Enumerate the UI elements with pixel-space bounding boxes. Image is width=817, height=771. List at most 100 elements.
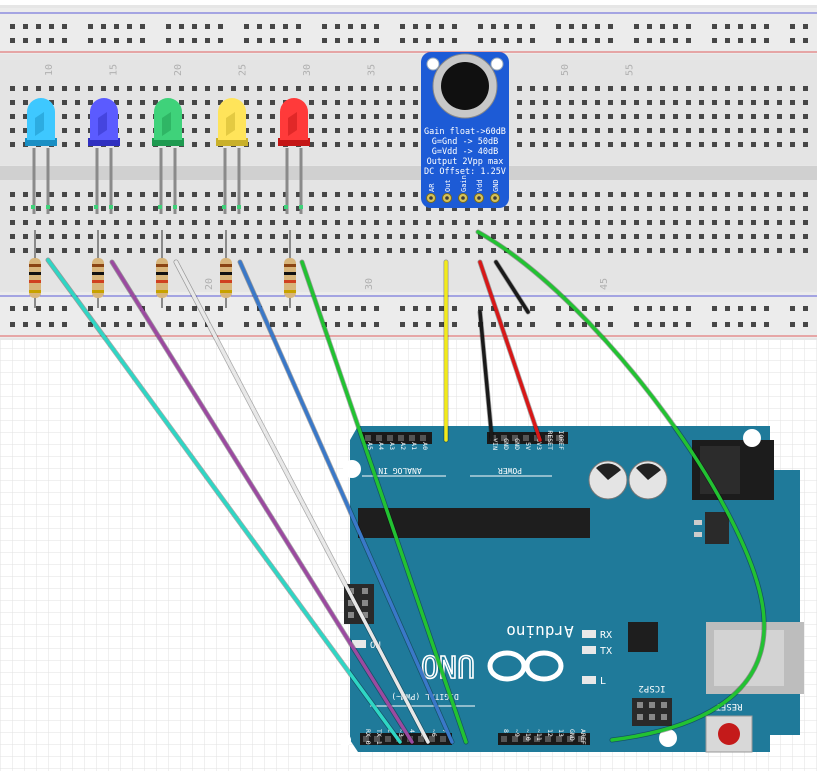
- usb-chip: [628, 622, 658, 652]
- breadboard-hole: [803, 142, 808, 147]
- led-die: [98, 112, 107, 136]
- breadboard-hole: [686, 220, 691, 225]
- breadboard-hole: [88, 38, 93, 43]
- dc-jack-barrel: [700, 446, 740, 494]
- breadboard-hole: [88, 86, 93, 91]
- breadboard-hole: [738, 192, 743, 197]
- pin-label: 3V3: [535, 438, 543, 450]
- breadboard-hole: [608, 248, 613, 253]
- breadboard-hole: [556, 206, 561, 211]
- breadboard-hole: [244, 306, 249, 311]
- breadboard-hole: [777, 128, 782, 133]
- breadboard-hole: [517, 306, 522, 311]
- led-red: [278, 98, 310, 214]
- breadboard-hole: [309, 192, 314, 197]
- breadboard-hole: [569, 114, 574, 119]
- breadboard-hole: [36, 192, 41, 197]
- breadboard-hole: [686, 24, 691, 29]
- breadboard-hole: [114, 100, 119, 105]
- breadboard-hole: [49, 234, 54, 239]
- breadboard-hole: [543, 234, 548, 239]
- breadboard-hole: [634, 38, 639, 43]
- breadboard-hole: [75, 234, 80, 239]
- breadboard-hole: [751, 38, 756, 43]
- breadboard-hole: [192, 192, 197, 197]
- breadboard-hole: [192, 248, 197, 253]
- breadboard-hole: [712, 306, 717, 311]
- breadboard-hole: [556, 128, 561, 133]
- breadboard-hole: [582, 128, 587, 133]
- breadboard-hole: [465, 220, 470, 225]
- breadboard-hole: [218, 24, 223, 29]
- breadboard-hole: [231, 86, 236, 91]
- breadboard-hole: [634, 128, 639, 133]
- breadboard-hole: [23, 100, 28, 105]
- breadboard-hole: [257, 248, 262, 253]
- breadboard-hole: [777, 234, 782, 239]
- breadboard-hole: [270, 24, 275, 29]
- white-wire: [174, 260, 430, 744]
- breadboard-hole: [582, 306, 587, 311]
- breadboard-hole: [36, 322, 41, 327]
- led-die: [162, 112, 171, 136]
- breadboard-hole: [322, 234, 327, 239]
- breadboard-hole: [400, 114, 405, 119]
- breadboard-hole: [101, 322, 106, 327]
- breadboard-hole: [361, 306, 366, 311]
- voltage-regulator: [705, 512, 729, 544]
- breadboard-hole: [595, 322, 600, 327]
- breadboard-hole: [673, 306, 678, 311]
- breadboard-hole: [803, 206, 808, 211]
- breadboard-hole: [374, 114, 379, 119]
- breadboard-hole: [764, 86, 769, 91]
- breadboard-hole: [517, 220, 522, 225]
- breadboard-hole: [322, 142, 327, 147]
- breadboard-hole: [205, 128, 210, 133]
- breadboard-hole: [374, 24, 379, 29]
- breadboard-hole: [374, 234, 379, 239]
- breadboard-hole: [62, 24, 67, 29]
- breadboard-hole: [374, 322, 379, 327]
- breadboard-hole: [75, 248, 80, 253]
- breadboard-hole: [738, 128, 743, 133]
- breadboard-hole: [205, 220, 210, 225]
- rx-label: RX: [600, 630, 612, 641]
- reset-button[interactable]: [718, 723, 740, 745]
- l-led: [582, 676, 596, 684]
- breadboard-hole: [270, 306, 275, 311]
- breadboard-hole: [400, 220, 405, 225]
- breadboard-hole: [673, 86, 678, 91]
- icsp2-pin: [637, 714, 643, 720]
- breadboard-hole: [101, 206, 106, 211]
- breadboard-hole: [335, 24, 340, 29]
- breadboard-hole: [673, 322, 678, 327]
- breadboard-hole: [374, 128, 379, 133]
- breadboard-hole: [647, 220, 652, 225]
- breadboard-hole: [114, 306, 119, 311]
- breadboard-hole: [699, 142, 704, 147]
- rx-led: [582, 630, 596, 638]
- pin-label: A3: [388, 442, 396, 450]
- breadboard-hole: [634, 100, 639, 105]
- breadboard-hole: [205, 100, 210, 105]
- breadboard-hole: [361, 192, 366, 197]
- breadboard-hole: [101, 86, 106, 91]
- breadboard-hole: [140, 128, 145, 133]
- breadboard-hole: [218, 206, 223, 211]
- breadboard-hole: [387, 206, 392, 211]
- breadboard-hole: [634, 220, 639, 225]
- breadboard-hole: [75, 192, 80, 197]
- breadboard-hole: [686, 142, 691, 147]
- breadboard-hole: [244, 24, 249, 29]
- pin-label: A5: [366, 442, 374, 450]
- breadboard-hole: [166, 24, 171, 29]
- breadboard-hole: [101, 220, 106, 225]
- breadboard-hole: [361, 248, 366, 253]
- breadboard-hole: [140, 114, 145, 119]
- capacitor-marking: [596, 463, 621, 480]
- breadboard-hole: [426, 322, 431, 327]
- led-pin-marker: [109, 205, 113, 209]
- breadboard-hole: [88, 24, 93, 29]
- breadboard-hole: [439, 248, 444, 253]
- mic-pin-label: Gain: [460, 175, 468, 192]
